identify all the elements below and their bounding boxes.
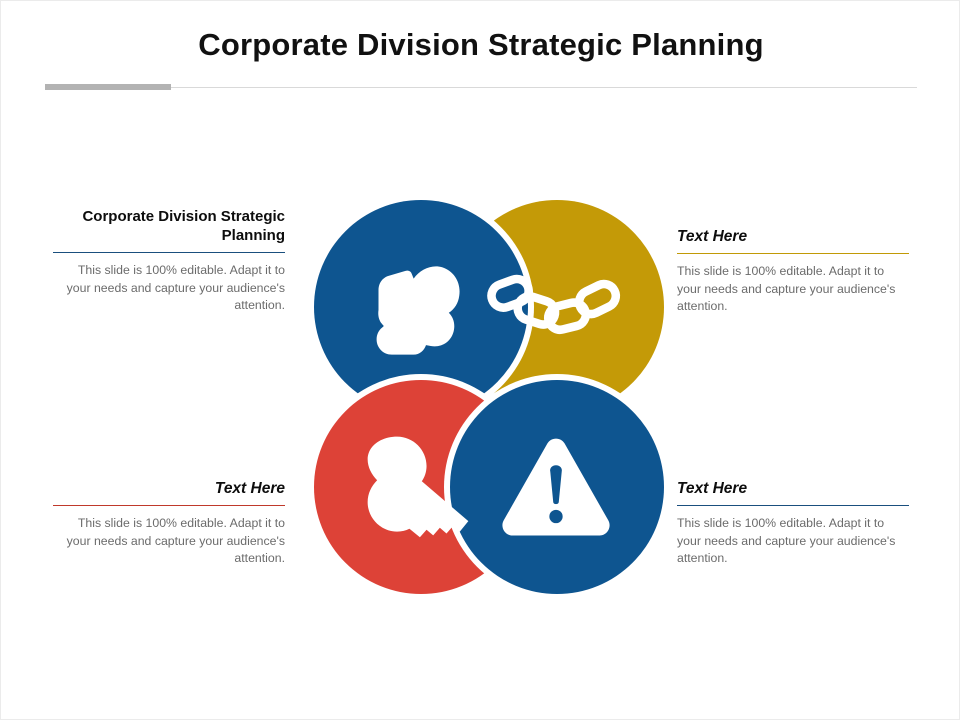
text-block-bottom-left-heading: Text Here	[214, 480, 285, 497]
text-block-bottom-right-rule	[677, 505, 909, 506]
text-block-top-right: Text Here This slide is 100% editable. A…	[677, 227, 909, 316]
four-circle-diagram	[289, 194, 689, 600]
text-block-top-left: Corporate Division Strategic Planning Th…	[53, 207, 285, 315]
text-block-top-right-rule	[677, 253, 909, 254]
text-block-top-left-rule	[53, 252, 285, 253]
muscle-flex-icon	[376, 266, 460, 355]
text-block-bottom-right-heading: Text Here	[677, 480, 748, 497]
text-block-bottom-left-body: This slide is 100% editable. Adapt it to…	[66, 516, 285, 565]
text-block-bottom-right: Text Here This slide is 100% editable. A…	[677, 479, 909, 568]
title-divider-accent	[45, 84, 171, 90]
text-block-bottom-left: Text Here This slide is 100% editable. A…	[53, 479, 285, 568]
title-divider-line	[45, 87, 917, 88]
text-block-bottom-right-body: This slide is 100% editable. Adapt it to…	[677, 516, 896, 565]
text-block-top-left-body: This slide is 100% editable. Adapt it to…	[66, 263, 285, 312]
page-title: Corporate Division Strategic Planning	[198, 27, 764, 62]
text-block-top-right-heading: Text Here	[677, 228, 748, 245]
text-block-top-right-body: This slide is 100% editable. Adapt it to…	[677, 264, 896, 313]
text-block-bottom-left-rule	[53, 505, 285, 506]
text-block-top-left-heading: Corporate Division Strategic Planning	[82, 208, 285, 244]
